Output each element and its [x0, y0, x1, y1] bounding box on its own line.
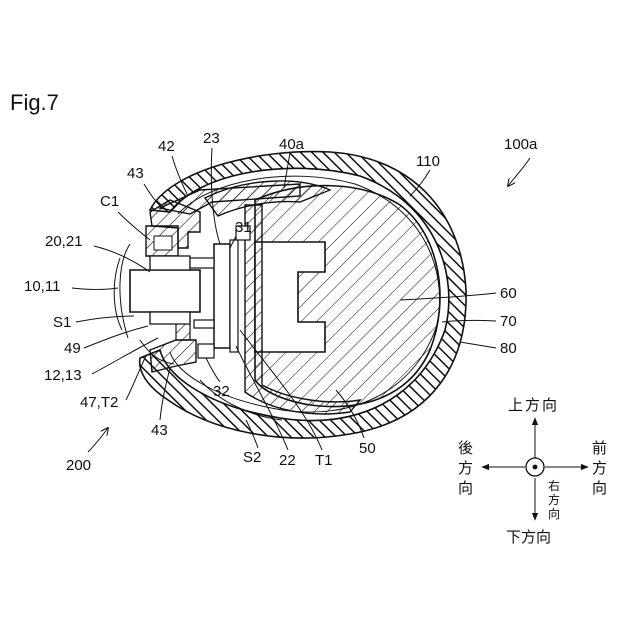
- direction-front-3: 向: [592, 479, 607, 497]
- label-s1: S1: [53, 314, 71, 331]
- arrow-100a: [508, 158, 530, 186]
- label-110: 110: [416, 153, 440, 170]
- arrow-200: [88, 428, 108, 452]
- direction-up-1: 上: [508, 396, 523, 414]
- label-47-t2: 47,T2: [80, 394, 118, 411]
- label-32: 32: [213, 383, 230, 400]
- terminal-block-c1: [146, 226, 178, 256]
- leader-47-t2: [126, 356, 146, 400]
- label-49: 49: [64, 340, 81, 357]
- leader-49: [84, 326, 148, 348]
- direction-back-2: 方: [458, 459, 473, 477]
- label-10-11: 10,11: [24, 278, 60, 295]
- direction-back-3: 向: [458, 479, 473, 497]
- label-70: 70: [500, 313, 517, 330]
- label-31: 31: [235, 219, 252, 236]
- label-40a: 40a: [279, 136, 305, 153]
- direction-indicator: 上 方 向 下方向 後 方 向 前 方 向 右 方 向: [458, 396, 607, 546]
- figure-title: Fig.7: [10, 90, 59, 115]
- label-42: 42: [158, 138, 175, 155]
- label-12-13: 12,13: [44, 367, 82, 384]
- core-block-60: [255, 186, 440, 407]
- leader-c1: [118, 212, 150, 240]
- label-60: 60: [500, 285, 517, 302]
- direction-down: 下方向: [506, 528, 551, 546]
- leader-80: [460, 342, 496, 348]
- direction-up-2: 方: [525, 396, 540, 414]
- label-s2: S2: [243, 449, 261, 466]
- label-c1: C1: [100, 193, 119, 210]
- direction-up-3: 向: [542, 396, 557, 414]
- direction-back-1: 後: [458, 439, 473, 457]
- label-23: 23: [203, 130, 220, 147]
- direction-front-1: 前: [592, 439, 607, 457]
- leader-10-11: [72, 288, 118, 290]
- label-43-top: 43: [127, 165, 144, 182]
- label-20-21: 20,21: [45, 233, 83, 250]
- label-22: 22: [279, 452, 296, 469]
- label-100a: 100a: [504, 136, 538, 153]
- label-200: 200: [66, 457, 91, 474]
- direction-right-3: 向: [548, 506, 560, 521]
- leader-20-21: [94, 246, 150, 272]
- leader-32: [206, 358, 220, 382]
- leader-s1: [76, 316, 134, 322]
- direction-front-2: 方: [592, 459, 607, 477]
- label-43-bottom: 43: [151, 422, 168, 439]
- direction-right-1: 右: [548, 478, 560, 493]
- label-80: 80: [500, 340, 517, 357]
- direction-right-2: 方: [548, 492, 560, 507]
- label-t1: T1: [315, 452, 333, 469]
- label-50: 50: [359, 440, 376, 457]
